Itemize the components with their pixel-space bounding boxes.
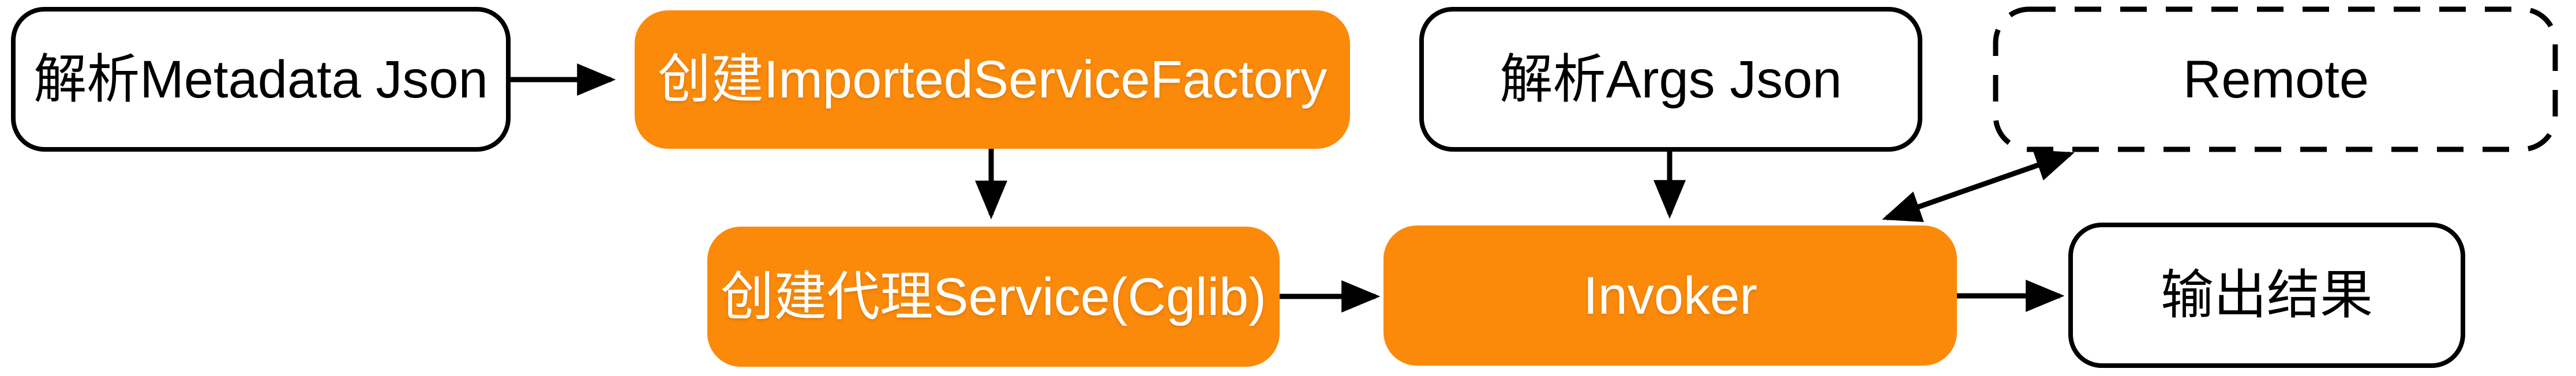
node-output-result-label: 输出结果	[2160, 266, 2373, 325]
node-create-proxy-service-cglib: 创建代理Service(Cglib)	[707, 227, 1280, 367]
edge-invoker-remote-bidirectional	[1882, 149, 2075, 223]
node-remote-label: Remote	[2183, 50, 2369, 109]
node-parse-metadata-json-label: 解析Metadata Json	[33, 50, 488, 109]
node-create-proxy-service-cglib-label: 创建代理Service(Cglib)	[721, 267, 1266, 326]
node-parse-metadata-json: 解析Metadata Json	[11, 7, 511, 152]
node-parse-args-json: 解析Args Json	[1419, 7, 1922, 152]
node-parse-args-json-label: 解析Args Json	[1499, 50, 1842, 109]
node-remote: Remote	[1993, 7, 2559, 152]
node-output-result: 输出结果	[2068, 223, 2465, 368]
node-invoker: Invoker	[1383, 225, 1957, 366]
node-create-imported-service-factory: 创建ImportedServiceFactory	[635, 10, 1350, 149]
node-create-imported-service-factory-label: 创建ImportedServiceFactory	[657, 50, 1328, 109]
node-invoker-label: Invoker	[1583, 266, 1757, 325]
